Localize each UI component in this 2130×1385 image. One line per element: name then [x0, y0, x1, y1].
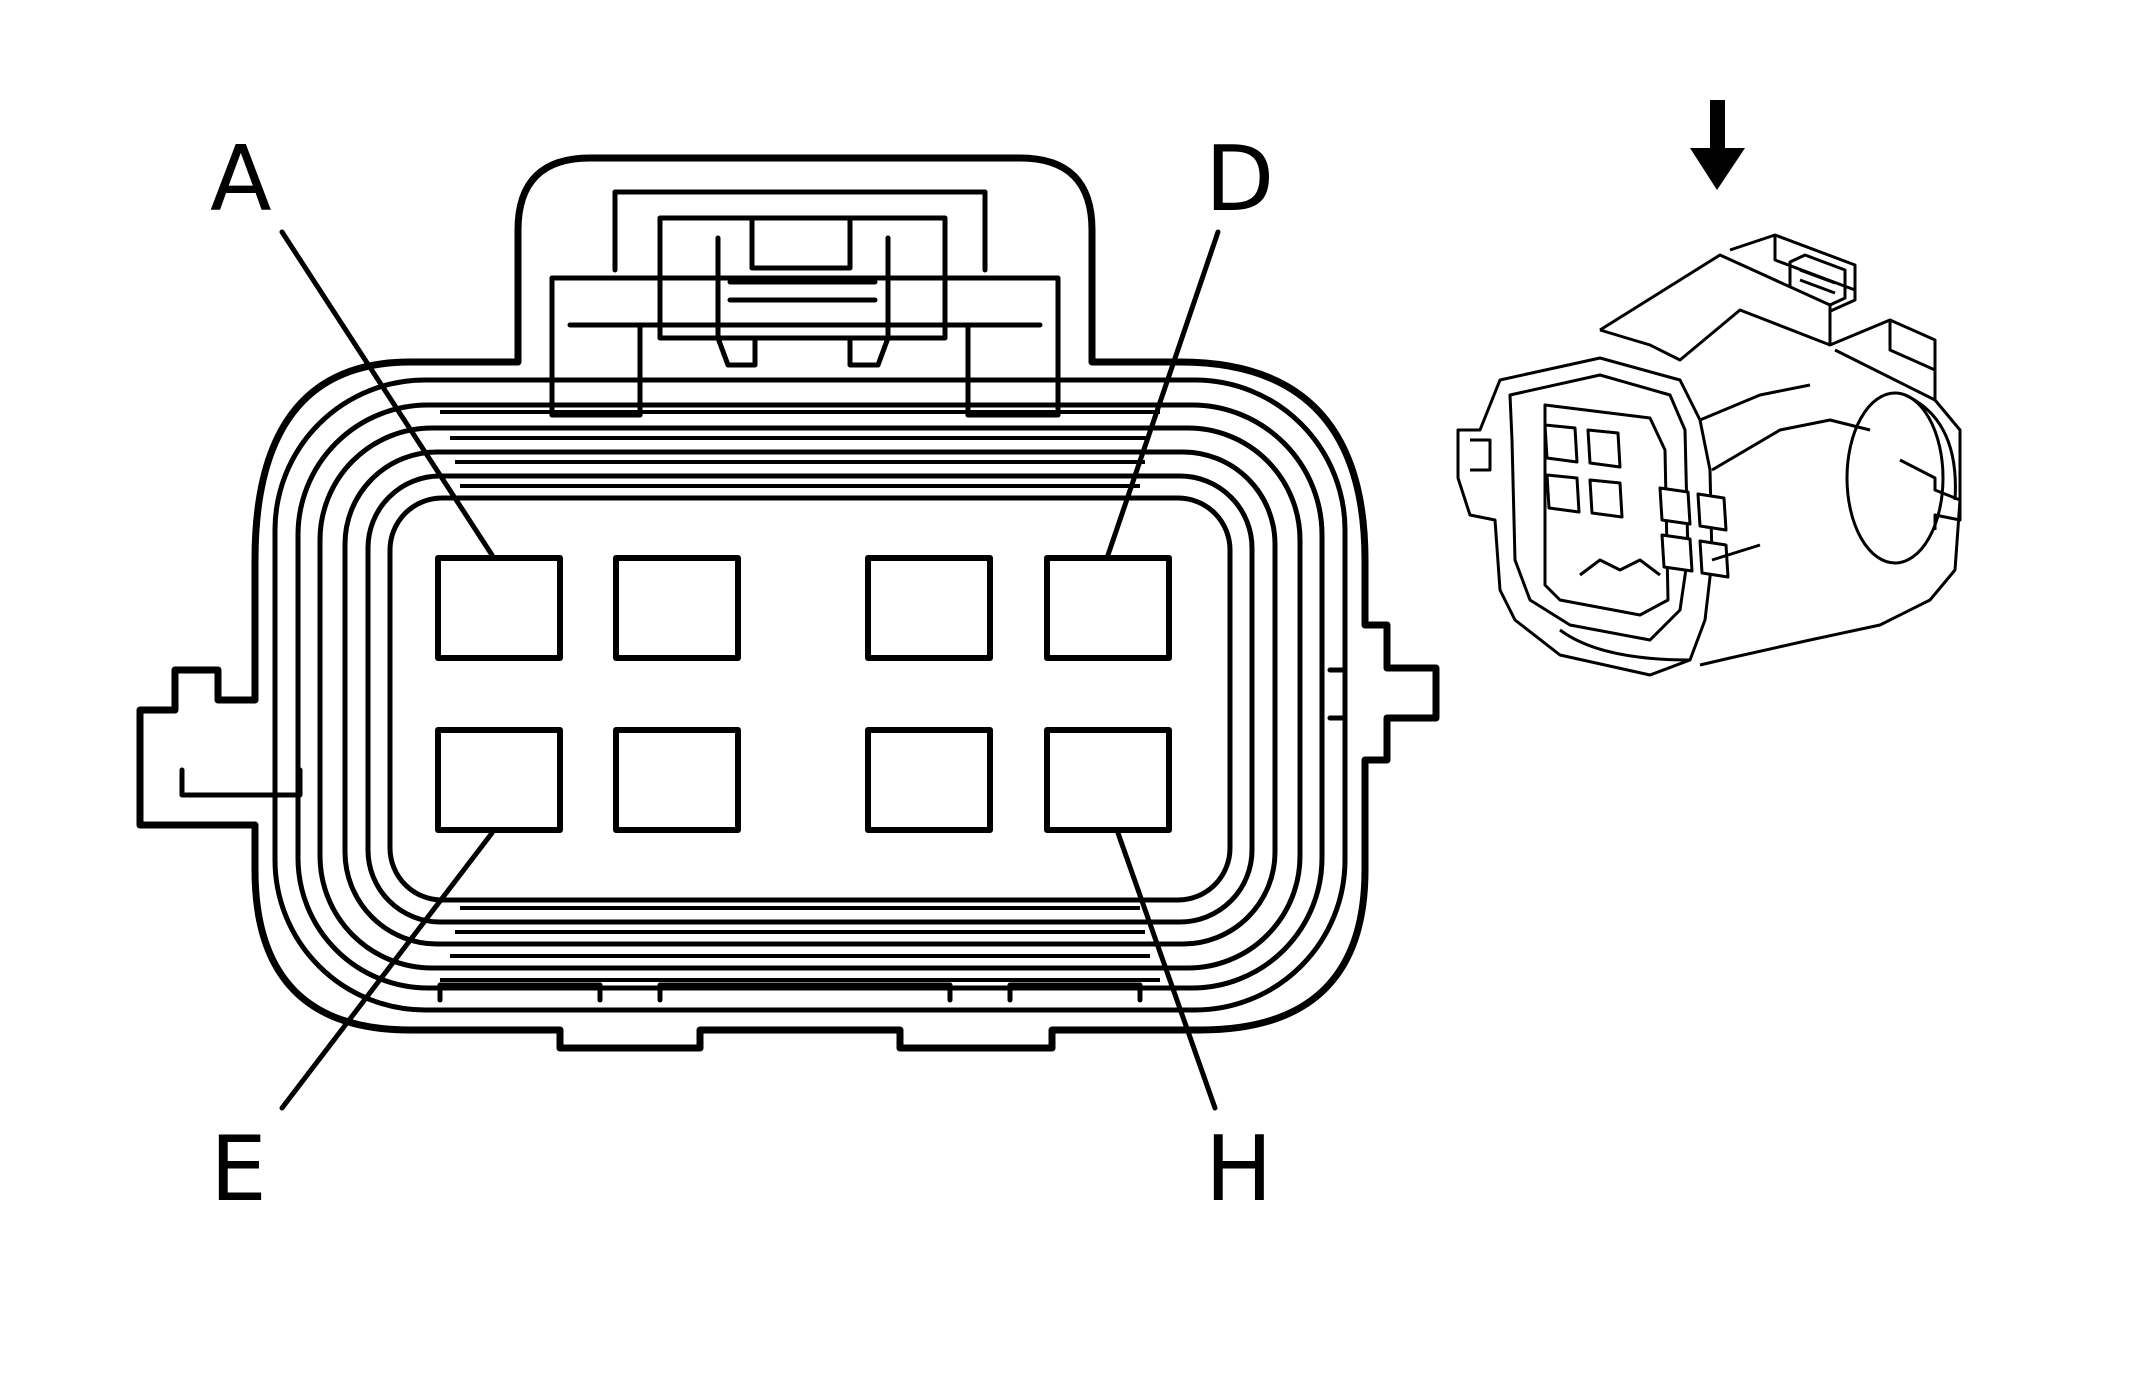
leader-line-a: [279, 229, 495, 558]
pin-label-a: A: [210, 127, 272, 232]
pin-label-h: H: [1205, 1117, 1273, 1222]
seal-ring: [317, 425, 1303, 971]
cavity-e: [435, 727, 563, 833]
leader-line-d: [1105, 229, 1221, 558]
down-arrow-icon: [1690, 100, 1745, 190]
cavity-d: [1044, 555, 1172, 661]
connector-housing-outline: [136, 154, 1440, 1052]
seal-ring: [365, 473, 1255, 925]
cavity-h: [1044, 727, 1172, 833]
right-ear-detail: [1327, 667, 1348, 721]
latch-assembly: [549, 189, 1061, 418]
seal-ring: [295, 402, 1325, 991]
cavity-g: [865, 727, 993, 833]
leader-line-h: [1115, 830, 1218, 1111]
connector-face-view: A D E H: [136, 127, 1440, 1222]
seal-ring: [387, 495, 1233, 903]
seal-rings: [272, 377, 1348, 1013]
cavity-b: [613, 555, 741, 661]
terminal-cavities: [435, 555, 1172, 833]
rib-lines: [440, 410, 1160, 982]
cavity-a: [435, 555, 563, 661]
leader-line-e: [279, 830, 495, 1111]
pin-label-e: E: [210, 1117, 267, 1222]
cavity-f: [613, 727, 741, 833]
left-ear-detail: [179, 767, 303, 798]
connector-isometric-view: [1456, 233, 1962, 677]
seal-ring: [342, 449, 1278, 947]
pin-label-d: D: [1205, 127, 1274, 232]
cavity-c: [865, 555, 993, 661]
leader-lines: [279, 229, 1221, 1111]
bottom-keys: [437, 982, 1143, 1003]
